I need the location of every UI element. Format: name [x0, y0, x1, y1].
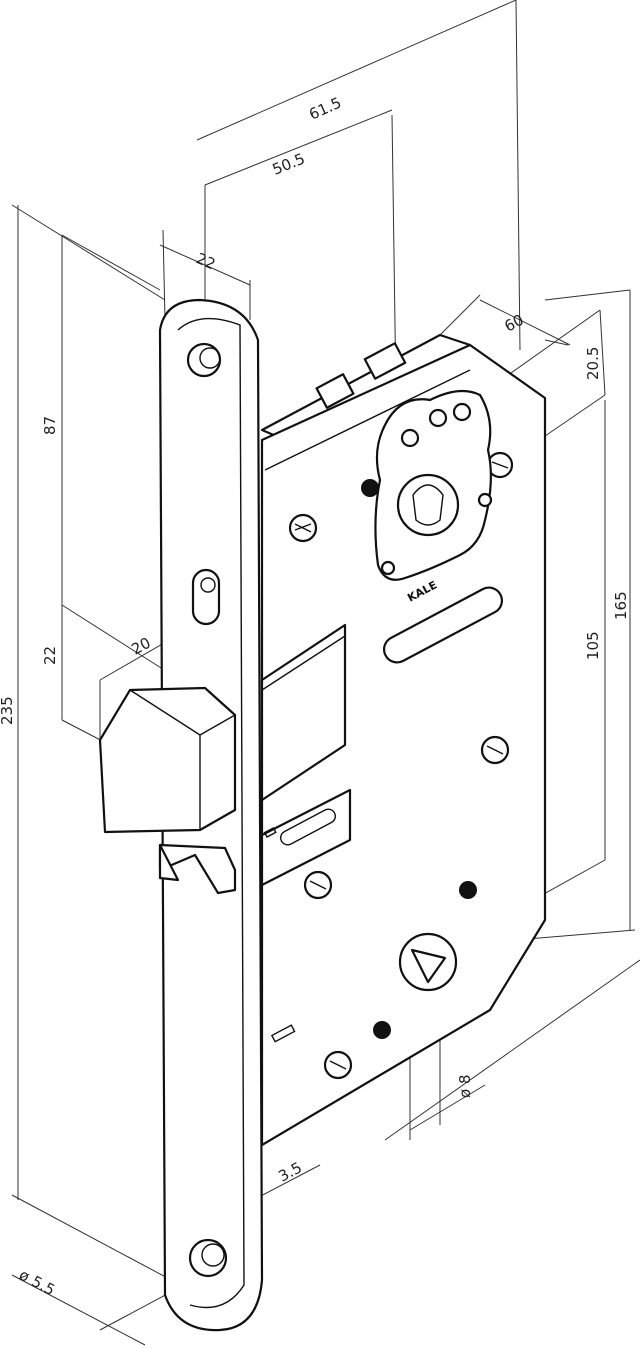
rivet-hole	[361, 479, 379, 497]
dim-60: 60	[501, 311, 526, 336]
dim-87: 87	[41, 416, 59, 435]
dim-50-5: 50.5	[270, 150, 308, 179]
dim-22-face: 22	[193, 249, 218, 273]
dim-61-5: 61.5	[306, 94, 344, 124]
dim-105: 105	[584, 631, 602, 660]
cylinder-plate	[374, 389, 493, 581]
dim-20: 20	[128, 634, 153, 659]
dim-165: 165	[612, 591, 630, 620]
dim-5-5: ø 5.5	[16, 1266, 58, 1300]
screw-icon	[288, 513, 318, 543]
dim-20-5: 20.5	[584, 347, 602, 380]
screws	[288, 451, 514, 1080]
dim-8: ø 8	[456, 1075, 474, 1099]
dim-235: 235	[0, 696, 16, 725]
screw-icon	[323, 1050, 353, 1080]
mounting-slot	[191, 568, 221, 626]
dim-22-latch: 22	[41, 646, 59, 665]
rivet-hole	[373, 1021, 391, 1039]
screw-icon	[480, 735, 510, 765]
dim-3-5: 3.5	[275, 1158, 305, 1185]
latch-bolt	[98, 686, 237, 895]
screw-icon	[303, 870, 333, 900]
mounting-hole-bottom	[188, 1238, 228, 1278]
spindle-hub	[398, 932, 458, 992]
rivet-hole	[459, 881, 477, 899]
dimension-lines	[11, 0, 640, 1346]
